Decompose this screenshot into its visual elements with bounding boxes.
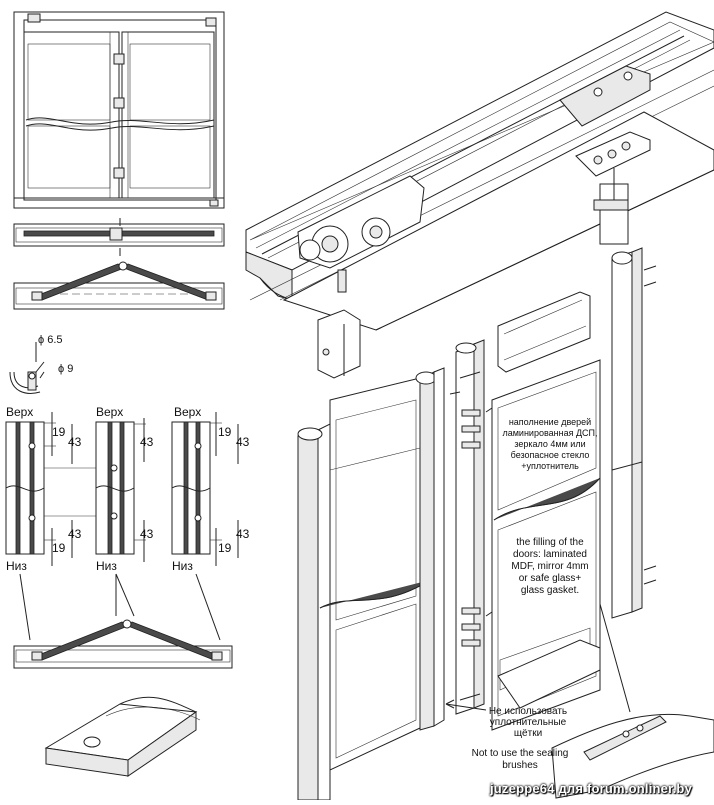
brushes-en-line: brushes — [502, 760, 538, 771]
top-cap-profile — [497, 291, 591, 373]
dim-43-bottom-2: 43 — [140, 527, 154, 541]
filling-en-line: the filling of the — [516, 537, 584, 548]
phi-6-5-label: ϕ 6.5 — [38, 334, 63, 346]
filling-ru-line: наполнение дверей — [509, 417, 591, 427]
dim-19-bottom-1: 19 — [52, 541, 66, 555]
filling-en-line: doors: laminated — [513, 549, 587, 560]
plan-view-closed — [13, 218, 225, 247]
dim-43-bottom-1: 43 — [68, 527, 82, 541]
center-profile-pair — [449, 339, 499, 715]
profile-section: ϕ 6.5 ϕ 9 — [9, 334, 73, 394]
bottom-label-1: Низ — [6, 559, 27, 573]
profile-detail-1 — [5, 412, 108, 566]
dim-43-top-2: 43 — [140, 435, 154, 449]
door-left-panel — [319, 377, 431, 771]
end-stop-block — [317, 309, 361, 379]
brushes-ru-line: уплотнительные — [490, 717, 567, 728]
door-left-right-profile — [415, 367, 445, 731]
brushes-en-line: Not to use the sealing — [472, 748, 569, 759]
brushes-leaders — [445, 699, 487, 711]
filling-ru-line: +уплотнитель — [521, 461, 579, 471]
top-label-3: Верх — [174, 405, 201, 419]
filling-note-en: the filling of the doors: laminated MDF,… — [511, 537, 588, 596]
filling-en-line: MDF, mirror 4mm — [511, 561, 588, 572]
filling-note-ru: наполнение дверей ламинированная ДСП, зе… — [502, 417, 597, 471]
profile-detail-2 — [95, 418, 146, 562]
dim-43-top-3: 43 — [236, 435, 250, 449]
top-roller-carriage — [297, 175, 425, 293]
front-elevation — [13, 11, 225, 209]
top-label-1: Верх — [6, 405, 33, 419]
profile-detail-3 — [171, 412, 239, 566]
brushes-ru-line: Не использовать — [489, 706, 567, 717]
brushes-note-ru: Не использовать уплотнительные щётки — [489, 706, 567, 739]
door-right-panel — [491, 359, 601, 731]
filling-ru-line: безопасное стекло — [511, 450, 590, 460]
bottom-label-3: Низ — [172, 559, 193, 573]
filling-ru-line: ламинированная ДСП, — [502, 428, 597, 438]
dim-19-top-3: 19 — [218, 425, 232, 439]
filling-en-line: glass gasket. — [521, 585, 579, 596]
brushes-note-en: Not to use the sealing brushes — [472, 748, 569, 771]
plan-view-folded — [13, 261, 225, 310]
dim-43-bottom-3: 43 — [236, 527, 250, 541]
phi-9-label: ϕ 9 — [58, 363, 73, 375]
brushes-ru-line: щётки — [514, 728, 542, 739]
watermark-text: juzeppe64 для forum.onliner.by — [489, 781, 692, 796]
dim-19-top-1: 19 — [52, 425, 66, 439]
plan-view-lower — [13, 619, 233, 669]
bottom-rail — [497, 603, 714, 799]
top-guide-fitting — [559, 65, 651, 245]
right-edge-profile — [611, 247, 657, 619]
pointer-arrows — [19, 573, 221, 641]
roller-bracket-detail — [44, 696, 201, 777]
top-label-2: Верх — [96, 405, 123, 419]
bottom-label-2: Низ — [96, 559, 117, 573]
dim-43-top-1: 43 — [68, 435, 82, 449]
filling-ru-line: зеркало 4мм или — [514, 439, 585, 449]
door-left-profile — [297, 423, 331, 801]
dim-19-bottom-3: 19 — [218, 541, 232, 555]
filling-en-line: or safe glass+ — [519, 573, 582, 584]
